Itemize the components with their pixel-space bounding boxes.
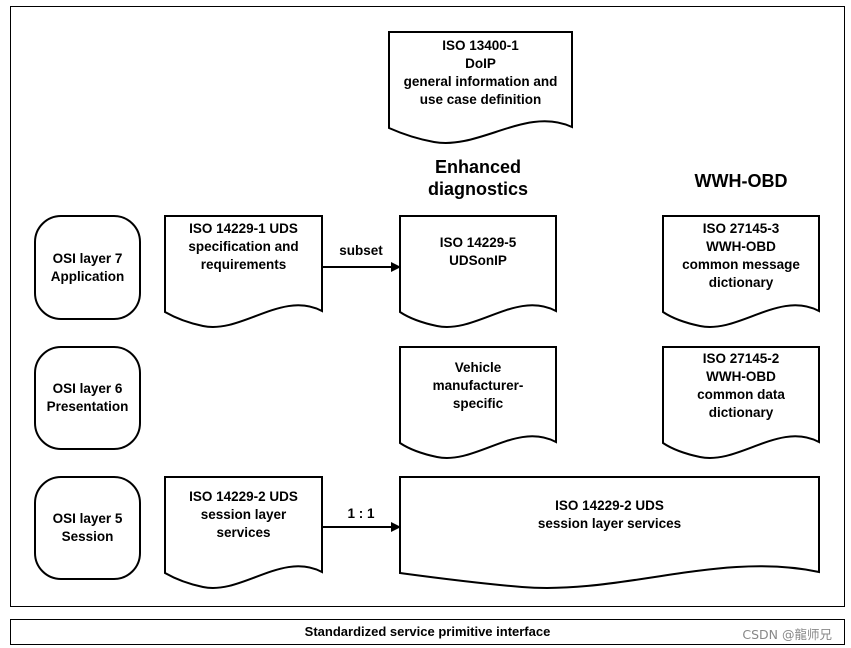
arrow-one-to-one-label: 1 : 1 bbox=[347, 506, 375, 521]
service-primitive-interface-label: Standardized service primitive interface bbox=[304, 624, 551, 639]
doc-iso13400-shape bbox=[388, 31, 573, 144]
doc-iso27145-3-label: ISO 27145-3 WWH-OBD common message dicti… bbox=[682, 221, 800, 290]
layer-6-label: OSI layer 6 Presentation bbox=[46, 381, 129, 414]
doc-iso14229-1-label: ISO 14229-1 UDS specification and requir… bbox=[188, 221, 299, 272]
layer-7-box bbox=[34, 215, 141, 320]
doc-vehicle-shape bbox=[399, 346, 557, 459]
arrow-subset-label: subset bbox=[339, 243, 383, 258]
doc-vehicle-label: Vehicle manufacturer- specific bbox=[432, 360, 524, 411]
doc-iso13400-label: ISO 13400-1 DoIP general information and… bbox=[403, 38, 558, 107]
layer-6-box bbox=[34, 346, 141, 450]
doc-iso14229-2-left-label: ISO 14229-2 UDS session layer services bbox=[189, 489, 298, 540]
doc-iso27145-2-shape bbox=[662, 346, 820, 459]
doc-iso14229-2-left-shape bbox=[164, 476, 323, 589]
doc-iso27145-2-label: ISO 27145-2 WWH-OBD common data dictiona… bbox=[697, 351, 785, 420]
layer-7-label: OSI layer 7 Application bbox=[50, 250, 125, 284]
doc-iso14229-5-label: ISO 14229-5 UDSonIP bbox=[439, 235, 517, 268]
doc-iso14229-5-shape bbox=[399, 215, 557, 328]
doc-iso27145-3-shape bbox=[662, 215, 820, 328]
doc-iso14229-2-right-shape bbox=[399, 476, 820, 589]
layer-5-box bbox=[34, 476, 141, 580]
heading-enhanced-diagnostics: Enhanced diagnostics bbox=[427, 157, 529, 199]
diagram-frame bbox=[10, 6, 845, 607]
heading-wwh-obd: WWH-OBD bbox=[694, 171, 788, 191]
layer-5-label: OSI layer 5 Session bbox=[52, 511, 123, 544]
doc-iso14229-1-shape bbox=[164, 215, 323, 328]
watermark: CSDN @龍师兄 bbox=[742, 627, 832, 642]
service-primitive-interface-bar: Standardized service primitive interface… bbox=[10, 619, 845, 645]
doc-iso14229-2-right-label: ISO 14229-2 UDS session layer services bbox=[537, 498, 682, 531]
